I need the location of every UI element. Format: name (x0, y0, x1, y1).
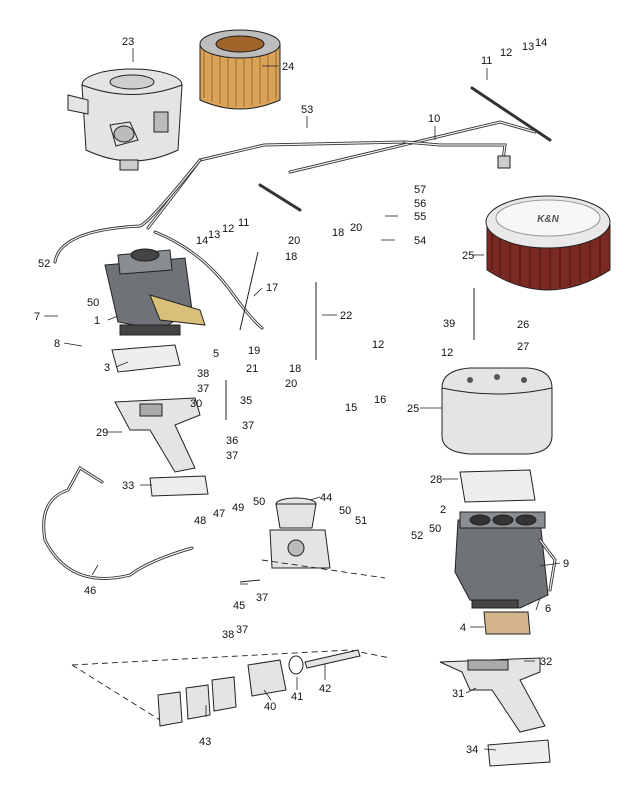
callout-12b: 12 (222, 223, 234, 235)
callout-34: 34 (466, 744, 478, 756)
callout-50c: 50 (339, 505, 351, 517)
callout-48: 48 (194, 515, 206, 527)
callout-37a: 37 (197, 383, 209, 395)
callout-labels: 1 2 3 4 5 6 7 8 9 10 11 11 12 12 12 12 1… (34, 36, 569, 756)
air-cleaner-housing (67, 68, 183, 171)
callout-14b: 14 (196, 235, 208, 247)
callout-11a: 11 (481, 55, 492, 67)
callout-12c: 12 (441, 347, 453, 359)
callout-10: 10 (428, 113, 440, 125)
carburetor-right (454, 511, 557, 609)
filter-logo-text: K&N (537, 214, 559, 225)
callout-21: 21 (246, 363, 258, 375)
callout-44: 44 (320, 492, 332, 504)
chrome-air-filter: K&N (485, 195, 611, 291)
callout-41: 41 (291, 691, 303, 703)
callout-4: 4 (460, 622, 466, 634)
gaskets (111, 344, 551, 767)
callout-18a: 18 (332, 227, 344, 239)
callout-26: 26 (517, 319, 529, 331)
callout-20a: 20 (350, 222, 362, 234)
callout-30: 30 (190, 398, 202, 410)
callout-13a: 13 (522, 41, 534, 53)
callout-52b: 52 (411, 530, 423, 542)
callout-55: 55 (414, 211, 426, 223)
callout-39: 39 (443, 318, 455, 330)
callout-51: 51 (355, 515, 367, 527)
callout-57: 57 (414, 184, 426, 196)
callout-29: 29 (96, 427, 108, 439)
callout-32: 32 (540, 656, 552, 668)
callout-42: 42 (319, 683, 331, 695)
callout-9: 9 (563, 558, 569, 570)
callout-37e: 37 (236, 624, 248, 636)
callout-25a: 25 (462, 250, 474, 262)
linkage-rods (225, 251, 475, 583)
callout-52a: 52 (38, 258, 50, 270)
callout-17: 17 (266, 282, 278, 294)
callout-37b: 37 (242, 420, 254, 432)
callout-15: 15 (345, 402, 357, 414)
assembly-guide-lines (71, 559, 391, 721)
callout-35: 35 (240, 395, 252, 407)
callout-50b: 50 (253, 496, 265, 508)
callout-50d: 50 (429, 523, 441, 535)
intake-manifold-right (439, 657, 546, 733)
callout-50a: 50 (87, 297, 99, 309)
callout-24: 24 (282, 61, 294, 73)
callout-14a: 14 (535, 37, 547, 49)
callout-33: 33 (122, 480, 134, 492)
fuel-line (42, 465, 194, 580)
callout-54: 54 (414, 235, 426, 247)
callout-19: 19 (248, 345, 260, 357)
callout-56: 56 (414, 198, 426, 210)
callout-12d: 12 (372, 339, 384, 351)
callout-6: 6 (545, 603, 551, 615)
flange-parts (157, 649, 361, 727)
filter-element (199, 29, 281, 110)
callout-20b: 20 (288, 235, 300, 247)
callout-23: 23 (122, 36, 134, 48)
callout-18b: 18 (285, 251, 297, 263)
callout-20c: 20 (285, 378, 297, 390)
callout-7: 7 (34, 311, 40, 323)
throttle-linkage-rods (53, 86, 552, 330)
leader-lines (44, 48, 561, 751)
callout-53: 53 (301, 104, 313, 116)
intake-manifold-left (114, 397, 201, 473)
callout-11b: 11 (238, 217, 249, 229)
callout-37d: 37 (256, 592, 268, 604)
callout-3: 3 (104, 362, 110, 374)
callout-1: 1 (94, 315, 100, 327)
callout-27: 27 (517, 341, 529, 353)
callout-49: 49 (232, 502, 244, 514)
callout-5: 5 (213, 348, 219, 360)
carburetor-left (104, 248, 206, 336)
callout-47: 47 (213, 508, 225, 520)
callout-28: 28 (430, 474, 442, 486)
callout-25b: 25 (407, 403, 419, 415)
callout-13b: 13 (208, 229, 220, 241)
callout-31: 31 (452, 688, 464, 700)
fuel-pump (269, 497, 331, 569)
callout-46: 46 (84, 585, 96, 597)
callout-2: 2 (440, 504, 446, 516)
callout-38a: 38 (197, 368, 209, 380)
callout-43: 43 (199, 736, 211, 748)
callout-36: 36 (226, 435, 238, 447)
callout-38b: 38 (222, 629, 234, 641)
callout-40: 40 (264, 701, 276, 713)
callout-16: 16 (374, 394, 386, 406)
callout-22: 22 (340, 310, 352, 322)
callout-18c: 18 (289, 363, 301, 375)
callout-12a: 12 (500, 47, 512, 59)
oval-air-cleaner-housing (441, 367, 553, 455)
callout-8: 8 (54, 338, 60, 350)
callout-37c: 37 (226, 450, 238, 462)
callout-45: 45 (233, 600, 245, 612)
